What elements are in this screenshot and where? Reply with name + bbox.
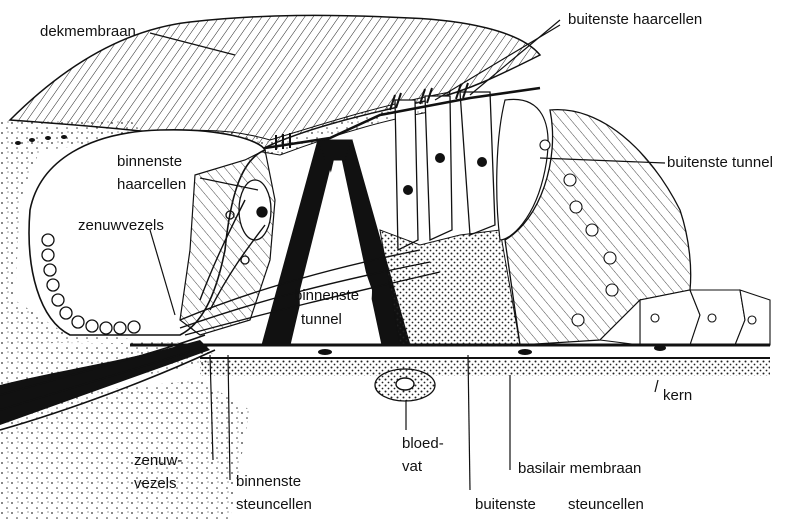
label-zenuw-1: zenuw-	[134, 452, 182, 469]
label-buitenste-steuncellen-1: buitenste	[475, 496, 536, 513]
label-binnenste-tunnel-2: tunnel	[301, 311, 342, 328]
deiters-cells	[380, 230, 520, 345]
label-dekmembraan: dekmembraan	[40, 23, 136, 40]
label-buitenste-haarcellen: buitenste haarcellen	[568, 11, 702, 28]
label-kern: kern	[663, 387, 692, 404]
basilar-membrane	[130, 345, 770, 376]
label-binnenste-steuncellen-2: steuncellen	[236, 496, 312, 513]
label-binnenste-haarcellen-2: haarcellen	[117, 176, 186, 193]
label-basilair-membraan: basilair membraan	[518, 460, 641, 477]
label-zenuwvezels-top: zenuwvezels	[78, 217, 164, 234]
label-binnenste-haarcellen-1: binnenste	[117, 153, 182, 170]
label-binnenste-steuncellen-1: binnenste	[236, 473, 301, 490]
outer-hair-cells	[395, 92, 495, 250]
label-bloedvat-2: vat	[402, 458, 423, 475]
label-buitenste-tunnel: buitenste tunnel	[667, 154, 773, 171]
label-zenuw-2: vezels	[134, 475, 177, 492]
inner-phalangeal-region	[180, 150, 275, 335]
label-buitenste-steuncellen-2: steuncellen	[568, 496, 644, 513]
blood-vessel	[375, 369, 435, 401]
label-binnenste-tunnel-1: binnenste	[294, 287, 359, 304]
label-bloedvat-1: bloed-	[402, 435, 444, 452]
